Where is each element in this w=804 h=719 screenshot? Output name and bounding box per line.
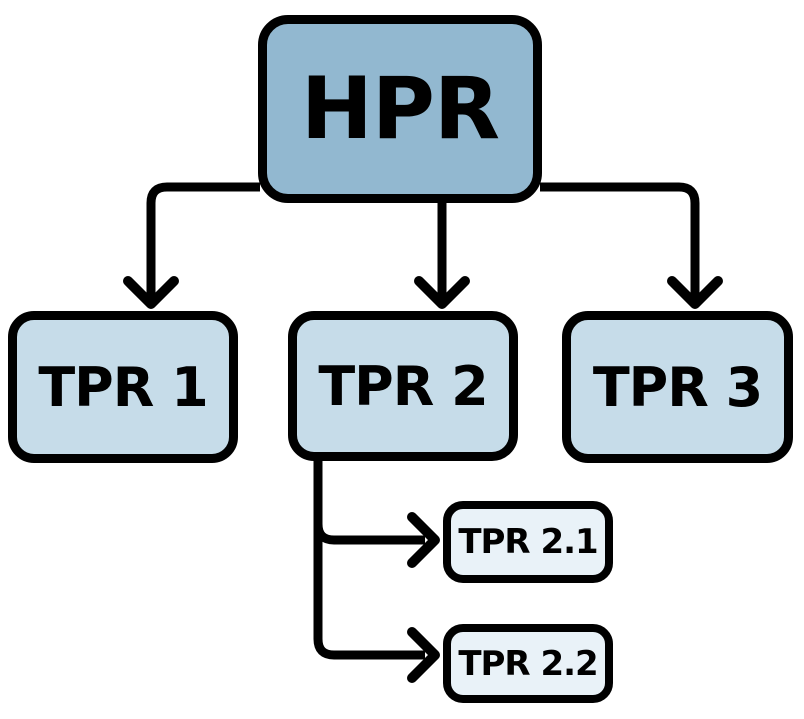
arrow-right-icon <box>407 512 440 568</box>
node-tpr2-label: TPR 2 <box>318 354 488 418</box>
arrow-down-icon <box>123 276 179 309</box>
connector-tpr2-tpr22 <box>313 450 440 683</box>
node-tpr3-label: TPR 3 <box>592 355 763 419</box>
node-tpr22-label: TPR 2.2 <box>458 643 598 684</box>
node-tpr1: TPR 1 <box>8 311 238 463</box>
connector-tpr2-tpr21 <box>313 450 440 568</box>
connector-hpr-tpr2 <box>414 198 470 309</box>
arrow-right-icon <box>407 627 440 683</box>
arrow-down-icon <box>667 276 723 309</box>
node-hpr: HPR <box>258 15 542 203</box>
connector-hpr-tpr1 <box>123 182 260 309</box>
node-hpr-label: HPR <box>300 59 500 159</box>
arrow-down-icon <box>414 276 470 309</box>
connector-hpr-tpr3 <box>540 182 723 309</box>
node-tpr22: TPR 2.2 <box>443 624 613 703</box>
node-tpr1-label: TPR 1 <box>38 355 208 419</box>
node-tpr2: TPR 2 <box>288 311 518 461</box>
node-tpr3: TPR 3 <box>562 311 793 463</box>
node-tpr21: TPR 2.1 <box>443 501 613 583</box>
node-tpr21-label: TPR 2.1 <box>458 522 598 562</box>
